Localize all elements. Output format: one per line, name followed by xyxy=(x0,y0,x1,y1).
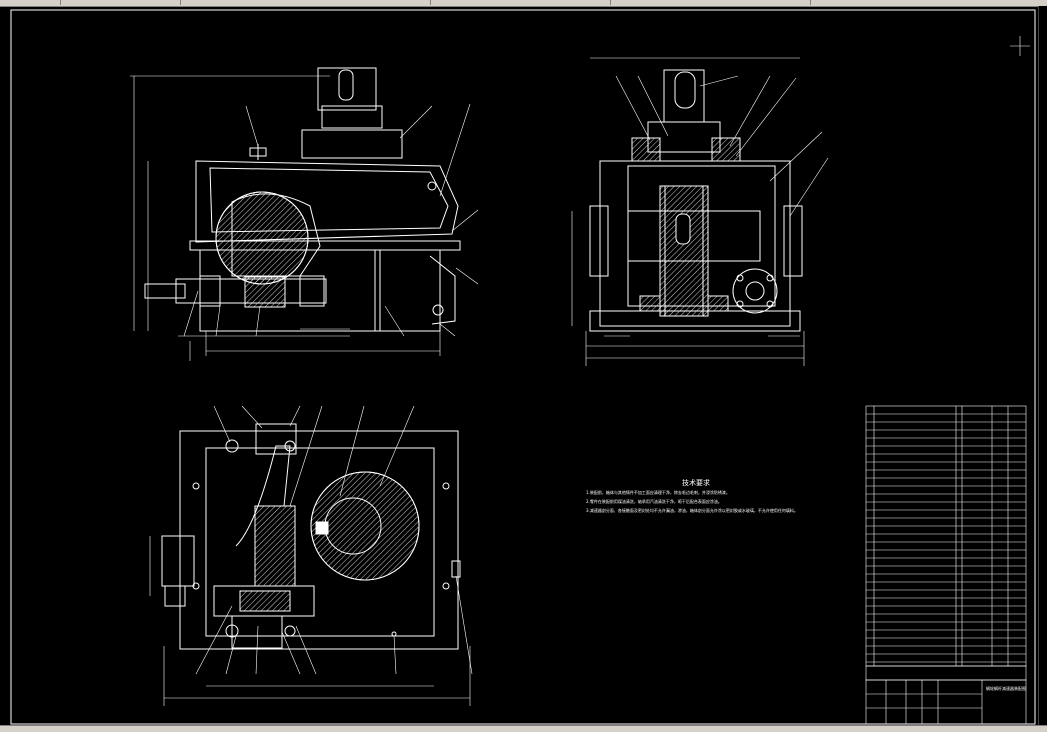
drawing-canvas[interactable] xyxy=(0,6,1039,726)
vertical-scrollbar[interactable] xyxy=(1038,6,1047,726)
technical-requirements: 技术要求 1.装配前，箱体与其他铸件不加工面应清理干净，除去毛边毛刺，并浸涂防锈… xyxy=(586,478,846,515)
tech-line-2: 2.零件在装配前用煤油清洗，轴承用汽油清洗干净，晾干后配合表面应涂油。 xyxy=(586,499,722,504)
sheet-border xyxy=(10,9,1036,725)
toolbar-segment[interactable] xyxy=(180,0,431,5)
side-view xyxy=(571,57,829,366)
toolbar-segment[interactable] xyxy=(60,0,181,5)
status-strip xyxy=(0,725,1047,732)
tech-line-1: 1.装配前，箱体与其他铸件不加工面应清理干净，除去毛边毛刺，并浸涂防锈漆。 xyxy=(586,490,730,495)
cad-drawing xyxy=(10,9,1036,725)
menu-strip xyxy=(0,0,1047,7)
toolbar-segment[interactable] xyxy=(430,0,611,5)
parts-list xyxy=(865,405,1027,725)
toolbar-segment[interactable] xyxy=(0,0,61,5)
drawing-name: 蜗轮蜗杆减速器装配图 xyxy=(986,686,1026,691)
top-view xyxy=(149,405,473,706)
crosshair-icon xyxy=(1010,36,1030,56)
tech-title: 技术要求 xyxy=(682,479,710,487)
front-view xyxy=(130,67,479,361)
tech-line-3: 3.减速器剖分面、各接触面及密封处均不允许漏油，渗油，箱体剖分面允许涂以密封胶或… xyxy=(586,508,798,513)
toolbar-segment[interactable] xyxy=(610,0,811,5)
